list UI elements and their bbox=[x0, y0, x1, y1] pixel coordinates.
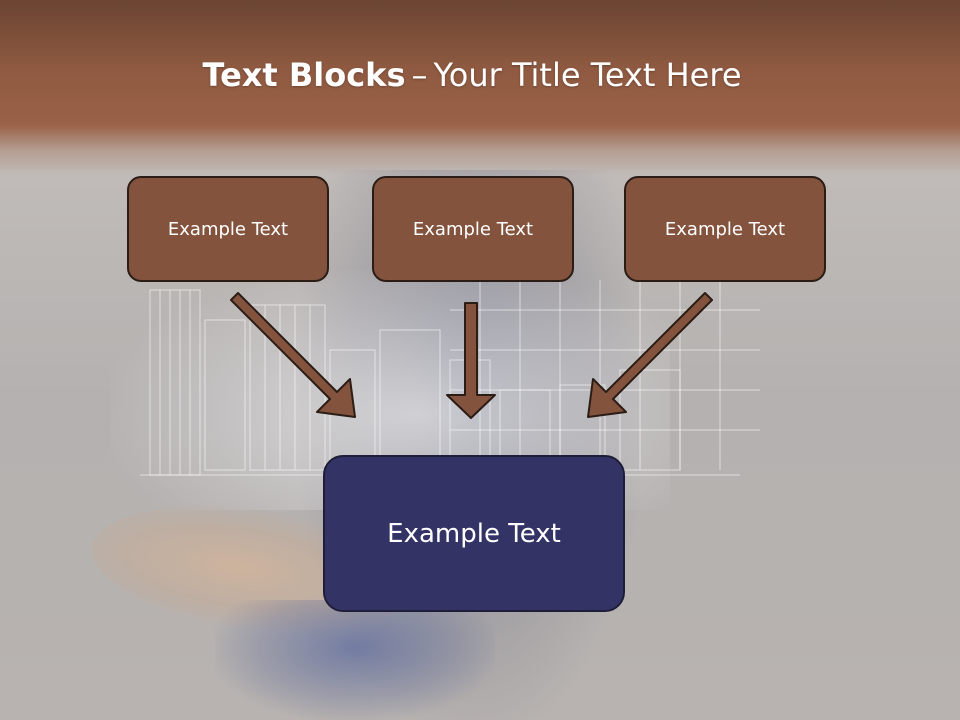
arrow-center bbox=[446, 302, 496, 419]
background-sleeve bbox=[215, 600, 495, 720]
arrow-left bbox=[230, 292, 356, 418]
bottom-box: Example Text bbox=[323, 455, 625, 612]
arrow-right bbox=[587, 292, 713, 418]
slide-title: Text Blocks–Your Title Text Here bbox=[0, 52, 944, 98]
top-box-1: Example Text bbox=[127, 176, 329, 282]
top-box-2: Example Text bbox=[372, 176, 574, 282]
title-bold: Text Blocks bbox=[202, 56, 406, 94]
background-wireframe-buildings bbox=[140, 280, 760, 476]
title-rest: Your Title Text Here bbox=[433, 56, 742, 94]
title-dash: – bbox=[411, 56, 428, 94]
top-box-3: Example Text bbox=[624, 176, 826, 282]
